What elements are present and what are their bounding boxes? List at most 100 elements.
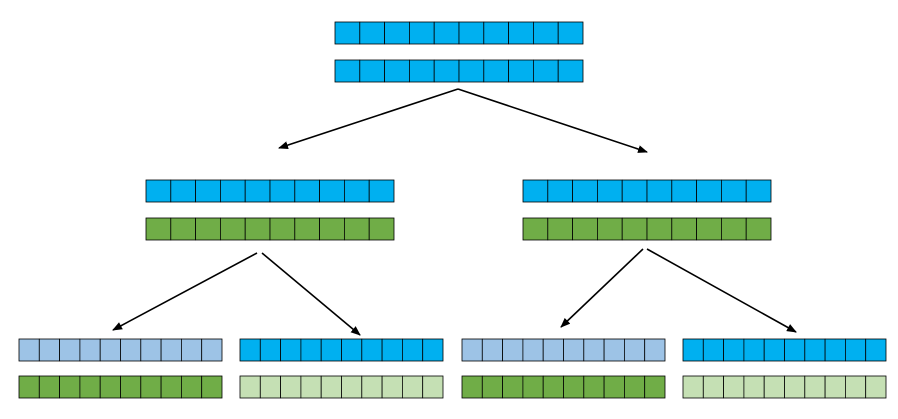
array-cell: [533, 59, 559, 83]
arrow-level1-0: [112, 252, 258, 331]
array-cell: [401, 338, 424, 362]
array-cell: [334, 21, 361, 45]
array-cell: [320, 338, 342, 362]
array-cell: [784, 375, 806, 399]
array-cell: [696, 217, 722, 241]
array-row-green: [18, 375, 223, 399]
array-cell: [201, 338, 223, 362]
array-cell: [433, 59, 460, 83]
array-cell: [38, 375, 60, 399]
array-cell: [361, 375, 383, 399]
array-cell: [38, 338, 60, 362]
array-cell: [269, 217, 296, 241]
array-cell: [239, 338, 261, 362]
array-cell: [140, 375, 162, 399]
array-cell: [644, 375, 666, 399]
array-cell: [542, 338, 564, 362]
array-cell: [120, 375, 142, 399]
array-cell: [483, 59, 509, 83]
array-cell: [557, 21, 584, 45]
array-cell: [458, 21, 485, 45]
array-cell: [721, 179, 747, 203]
array-cell: [145, 179, 172, 203]
array-cell: [745, 179, 772, 203]
array-cell: [603, 338, 625, 362]
array-cell: [219, 179, 246, 203]
array-cell: [160, 375, 182, 399]
array-row-blue: [145, 179, 395, 203]
array-cell: [359, 59, 385, 83]
array-cell: [502, 375, 524, 399]
array-cell: [563, 375, 585, 399]
array-cell: [481, 375, 503, 399]
array-cell: [522, 338, 544, 362]
array-cell: [583, 375, 605, 399]
array-cell: [180, 375, 203, 399]
array-cell: [522, 217, 549, 241]
array-cell: [381, 375, 403, 399]
arrow-level0-1: [457, 88, 648, 153]
array-cell: [646, 179, 673, 203]
array-cell: [682, 375, 704, 399]
array-cell: [244, 217, 271, 241]
arrow-level1-3: [646, 248, 797, 333]
array-cell: [458, 59, 485, 83]
array-cell: [384, 59, 410, 83]
array-cell: [621, 217, 648, 241]
array-cell: [845, 375, 867, 399]
array-cell: [79, 338, 101, 362]
array-cell: [145, 217, 172, 241]
array-row-blue: [682, 338, 887, 362]
array-cell: [319, 179, 345, 203]
array-cell: [702, 375, 724, 399]
array-cell: [702, 338, 724, 362]
array-cell: [300, 338, 322, 362]
array-cell: [461, 338, 483, 362]
array-cell: [671, 217, 697, 241]
array-cell: [547, 217, 573, 241]
array-cell: [644, 338, 666, 362]
array-cell: [219, 217, 246, 241]
array-cell: [170, 179, 197, 203]
array-cell: [195, 179, 221, 203]
array-cell: [368, 217, 395, 241]
array-row-light-blue: [461, 338, 666, 362]
arrow-level1-2: [560, 248, 644, 328]
array-row-blue: [334, 21, 584, 45]
array-row-blue: [334, 59, 584, 83]
array-cell: [59, 338, 81, 362]
tree-node-l1-1: [522, 179, 772, 241]
array-cell: [433, 21, 460, 45]
array-cell: [422, 338, 444, 362]
array-cell: [624, 338, 646, 362]
array-row-light-green: [239, 375, 444, 399]
array-cell: [343, 217, 370, 241]
array-cell: [804, 375, 826, 399]
array-cell: [18, 338, 40, 362]
array-cell: [195, 217, 221, 241]
array-cell: [170, 217, 197, 241]
array-cell: [557, 59, 584, 83]
array-cell: [294, 179, 320, 203]
array-row-green: [522, 217, 772, 241]
array-cell: [572, 179, 598, 203]
array-cell: [334, 59, 361, 83]
array-cell: [743, 338, 765, 362]
array-cell: [508, 21, 534, 45]
array-cell: [280, 338, 302, 362]
array-cell: [359, 21, 385, 45]
array-cell: [384, 21, 410, 45]
array-cell: [294, 217, 320, 241]
tree-node-root: [334, 21, 584, 83]
array-cell: [18, 375, 40, 399]
array-cell: [481, 338, 503, 362]
array-cell: [745, 217, 772, 241]
array-cell: [120, 338, 142, 362]
array-cell: [646, 217, 673, 241]
nodes-layer: [18, 21, 887, 399]
array-cell: [671, 179, 697, 203]
array-cell: [824, 338, 846, 362]
array-cell: [59, 375, 81, 399]
array-cell: [408, 59, 435, 83]
tree-node-l2-0: [18, 338, 223, 399]
